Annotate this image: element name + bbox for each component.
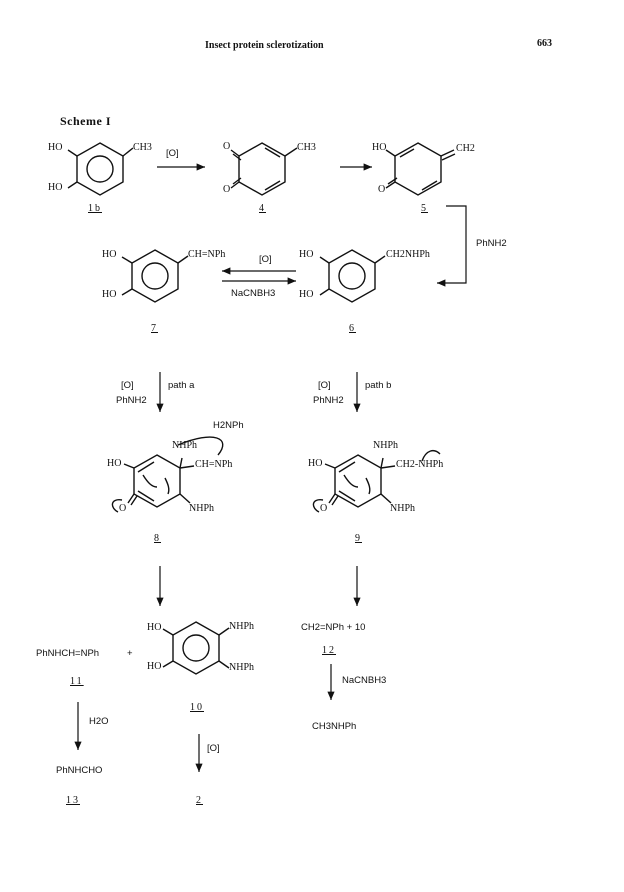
c7-ho-bottom: HO bbox=[102, 289, 117, 300]
product-13-formula: PhNHCHO bbox=[56, 765, 103, 776]
path-a-label: path a bbox=[168, 380, 195, 391]
structure-6 bbox=[319, 249, 386, 303]
product-12-line: CH2=NPh + 10 bbox=[301, 622, 366, 633]
structure-9 bbox=[312, 449, 441, 513]
reagent-reduction-7-6: NaCNBH3 bbox=[231, 288, 276, 299]
c1b-ho-bottom: HO bbox=[48, 182, 63, 193]
compound-number-12: 12 bbox=[322, 645, 336, 656]
c5-o: O bbox=[378, 184, 386, 195]
c5-ho: HO bbox=[372, 142, 387, 153]
compound-number-7: 7 bbox=[151, 323, 158, 334]
structure-4 bbox=[230, 142, 298, 196]
c8-nhph-top: NHPh bbox=[172, 440, 198, 451]
path-b-amine: PhNH2 bbox=[313, 395, 344, 406]
c8-o: O bbox=[119, 503, 127, 514]
path-b-label: path b bbox=[365, 380, 392, 391]
structure-1b bbox=[67, 142, 134, 196]
c6-ho-bottom: HO bbox=[299, 289, 314, 300]
compound-number-4: 4 bbox=[259, 203, 266, 214]
compound-number-8: 8 bbox=[154, 533, 161, 544]
c6-ho-top: HO bbox=[299, 249, 314, 260]
structure-8 bbox=[111, 436, 224, 513]
path-b-oxidant: [O] bbox=[318, 380, 331, 391]
reagent-aniline: PhNH2 bbox=[476, 238, 507, 249]
c10-nhph-top: NHPh bbox=[229, 621, 255, 632]
c10-ho-top: HO bbox=[147, 622, 162, 633]
c1b-ho-top: HO bbox=[48, 142, 63, 153]
c9-o: O bbox=[320, 503, 328, 514]
c5-ch2: CH2 bbox=[456, 143, 475, 154]
c8-nhph-bottom: NHPh bbox=[189, 503, 215, 514]
structure-7 bbox=[121, 249, 189, 303]
compound-number-2: 2 bbox=[196, 795, 203, 806]
reagent-reduction-12: NaCNBH3 bbox=[342, 675, 387, 686]
structure-10 bbox=[162, 621, 230, 675]
c9-nhph-bottom: NHPh bbox=[390, 503, 416, 514]
reagent-oxidation-1: [O] bbox=[166, 148, 179, 159]
c4-o-top: O bbox=[223, 141, 231, 152]
page-number: 663 bbox=[537, 38, 552, 49]
c1b-ch3: CH3 bbox=[133, 142, 152, 153]
c8-ch-nph: CH=NPh bbox=[195, 459, 233, 470]
reagent-water: H2O bbox=[89, 716, 109, 727]
c8-h2nph: H2NPh bbox=[213, 420, 244, 431]
path-a-amine: PhNH2 bbox=[116, 395, 147, 406]
c9-nhph-top: NHPh bbox=[373, 440, 399, 451]
plus-sign: + bbox=[127, 648, 133, 659]
product-methylaniline: CH3NHPh bbox=[312, 721, 357, 732]
c10-ho-bottom: HO bbox=[147, 661, 162, 672]
c9-ch2-nhph: CH2-NHPh bbox=[396, 459, 444, 470]
scheme-title: Scheme I bbox=[60, 114, 111, 128]
c10-nhph-bottom: NHPh bbox=[229, 662, 255, 673]
path-a-oxidant: [O] bbox=[121, 380, 134, 391]
arrow-5-6 bbox=[437, 205, 467, 287]
compound-number-10: 10 bbox=[190, 702, 204, 713]
running-header-title: Insect protein sclerotization bbox=[205, 40, 324, 51]
c7-ch-nph: CH=NPh bbox=[188, 249, 226, 260]
compound-number-13: 13 bbox=[66, 795, 80, 806]
c9-ho: HO bbox=[308, 458, 323, 469]
reagent-oxidation-6-7: [O] bbox=[259, 254, 272, 265]
c6-ch2nhph: CH2NHPh bbox=[386, 249, 430, 260]
compound-number-6: 6 bbox=[349, 323, 356, 334]
compound-number-11: 11 bbox=[70, 676, 84, 687]
product-11-formula: PhNHCH=NPh bbox=[36, 648, 100, 659]
c7-ho-top: HO bbox=[102, 249, 117, 260]
c8-ho: HO bbox=[107, 458, 122, 469]
c4-o-bottom: O bbox=[223, 184, 231, 195]
reagent-oxidation-10-2: [O] bbox=[207, 743, 220, 754]
compound-number-1b: 1b bbox=[88, 203, 102, 214]
structure-5 bbox=[385, 142, 456, 196]
c4-ch3: CH3 bbox=[297, 142, 316, 153]
compound-number-9: 9 bbox=[355, 533, 362, 544]
compound-number-5: 5 bbox=[421, 203, 428, 214]
